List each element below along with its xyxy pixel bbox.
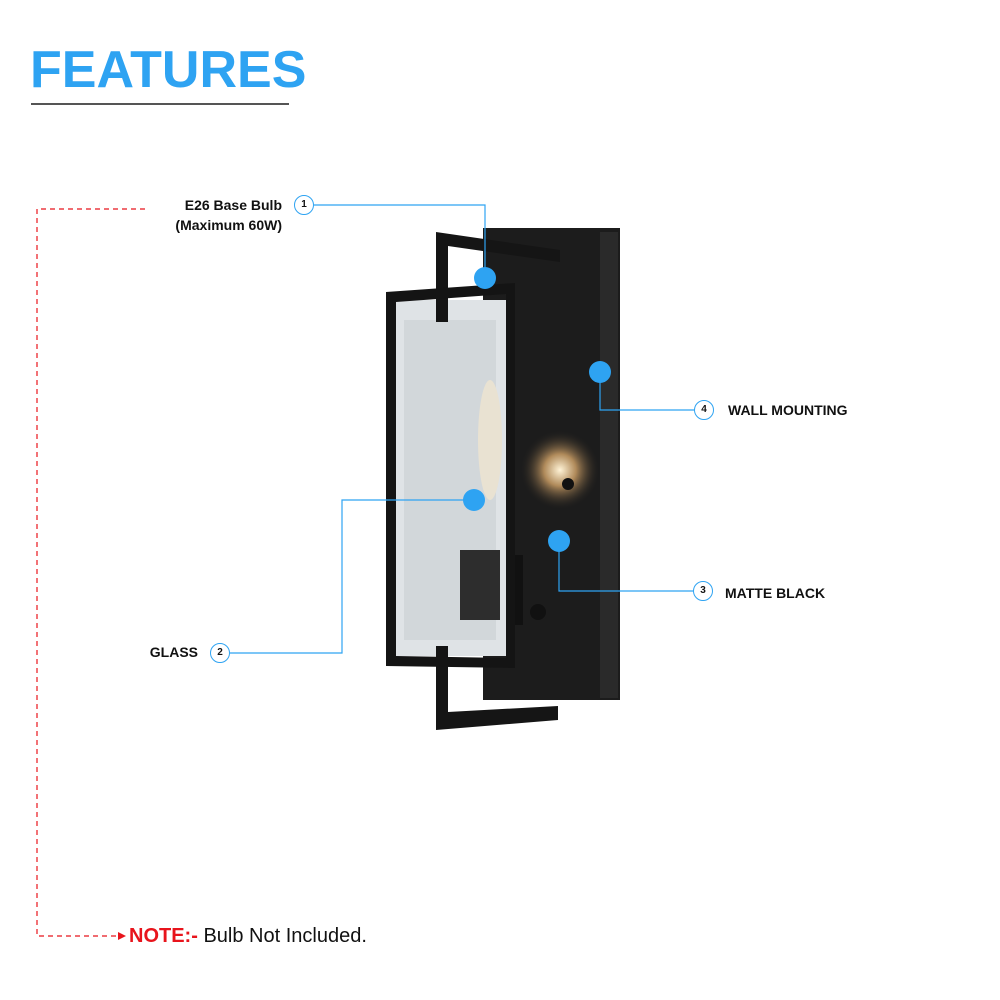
page-title: FEATURES	[30, 41, 307, 99]
callout-label-2: GLASS	[149, 644, 198, 660]
callout-line-4	[599, 372, 694, 411]
callout-number-4: 4	[694, 400, 714, 420]
callout-line-2	[230, 499, 474, 654]
title-underline	[31, 103, 289, 105]
callout-dot-2	[463, 489, 485, 511]
callout-dot-1	[474, 267, 496, 289]
callout-line-1	[314, 204, 486, 278]
callout-label-4: WALL MOUNTING	[728, 402, 848, 418]
callout-number-1: 1	[294, 195, 314, 215]
callout-number-2: 2	[210, 643, 230, 663]
note-guide-line	[36, 208, 145, 937]
note-prefix: NOTE:-	[129, 925, 198, 947]
callout-line-3	[558, 541, 693, 592]
top-bracket	[436, 232, 560, 300]
callout-dot-4	[589, 361, 611, 383]
note-text: Bulb Not Included.	[197, 925, 367, 947]
callout-number-3: 3	[693, 581, 713, 601]
callout-label-1: E26 Base Bulb (Maximum 60W)	[175, 195, 282, 235]
callout-1-line1: E26 Base Bulb	[184, 197, 282, 213]
note: NOTE:- Bulb Not Included.	[129, 923, 367, 949]
callout-dot-3	[548, 530, 570, 552]
callout-1-line2: (Maximum 60W)	[175, 217, 282, 233]
callout-label-3: MATTE BLACK	[725, 585, 826, 601]
bottom-bracket	[436, 660, 558, 730]
note-arrow-icon	[118, 932, 126, 940]
